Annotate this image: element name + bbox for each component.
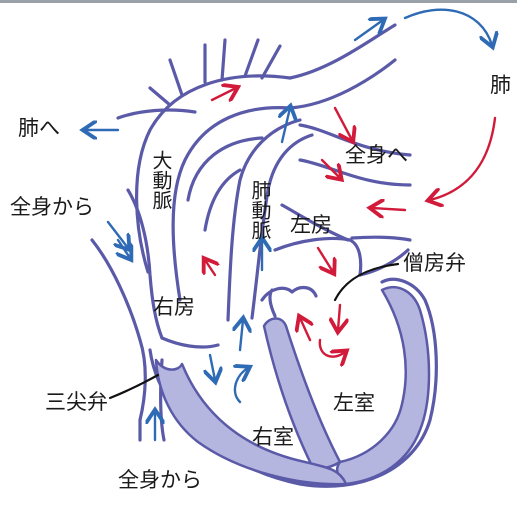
arrow-lv-loop <box>318 338 345 357</box>
arrow-la-down-2 <box>338 303 340 330</box>
aorta-inner-curve <box>186 136 264 202</box>
left-atrium-wall <box>273 236 363 277</box>
aorta-inner-curve-2 <box>203 168 242 232</box>
arrow-ra-up <box>205 260 215 277</box>
arrow-from-body-upper <box>106 220 128 248</box>
semilunar-valves <box>260 285 318 318</box>
mitral-pointer <box>333 262 400 302</box>
label-aorta: 大動脈 <box>149 150 173 210</box>
aorta-inner-wall <box>171 106 292 302</box>
arrow-from-body-upper-2 <box>118 238 130 258</box>
vena-cava-left-wall <box>90 238 147 422</box>
label-tricuspid-valve: 三尖弁 <box>45 390 108 414</box>
top-border <box>0 0 517 3</box>
pulmonary-branch-left <box>116 108 197 120</box>
label-to-body: 全身へ <box>345 143 408 167</box>
aorta-branch-2 <box>203 38 227 84</box>
label-from-body-upper: 全身から <box>10 195 94 219</box>
heart-outline <box>90 23 438 488</box>
arrow-aorta-body-1 <box>333 106 352 140</box>
arrow-la-down-1 <box>316 246 333 272</box>
red-arrows <box>205 88 497 357</box>
label-lung-right: 肺 <box>490 73 511 97</box>
aorta-outer-wall <box>135 74 292 274</box>
label-left-atrium: 左房 <box>290 213 332 237</box>
descending-aorta <box>288 23 397 110</box>
left-ventricle-wall <box>335 285 431 486</box>
label-left-ventricle: 左室 <box>333 391 375 415</box>
pointer-lines <box>108 262 400 400</box>
arrow-rv-loop <box>235 368 248 404</box>
label-right-ventricle: 右室 <box>252 425 294 449</box>
arrow-aorta-body-2 <box>320 158 340 178</box>
aorta-to-body-lower <box>298 158 412 187</box>
right-atrium-lower <box>160 336 220 349</box>
arrow-lung-return <box>430 116 497 200</box>
aorta-branch-3 <box>243 38 282 80</box>
left-atrium-top <box>280 203 350 242</box>
label-mitral-valve: 僧房弁 <box>403 251 466 275</box>
label-from-body-lower: 全身から <box>118 468 202 492</box>
blue-arrows <box>85 8 492 442</box>
ventricle-base-band <box>154 358 348 486</box>
tricuspid-pointer <box>108 373 160 400</box>
arrow-lv-up <box>300 318 310 342</box>
arrow-to-lung-top <box>353 20 383 42</box>
label-right-atrium: 右房 <box>153 295 195 319</box>
pulmonary-artery-left <box>226 118 302 322</box>
label-pulmonary-artery: 肺動脈 <box>248 180 272 240</box>
label-to-lung: 肺へ <box>18 116 60 140</box>
pulmonary-artery-right <box>250 133 314 320</box>
arrow-pulm-up-1 <box>282 108 290 144</box>
arrow-aorta-up <box>210 88 236 100</box>
heart-septum <box>154 285 431 486</box>
aorta-branch-1 <box>148 58 184 107</box>
arrow-ra-to-rv <box>210 353 215 380</box>
arrow-pulm-vein-in <box>372 208 407 210</box>
arrow-pulm-up-3 <box>240 320 243 352</box>
arrow-to-lung-curve <box>403 8 492 45</box>
